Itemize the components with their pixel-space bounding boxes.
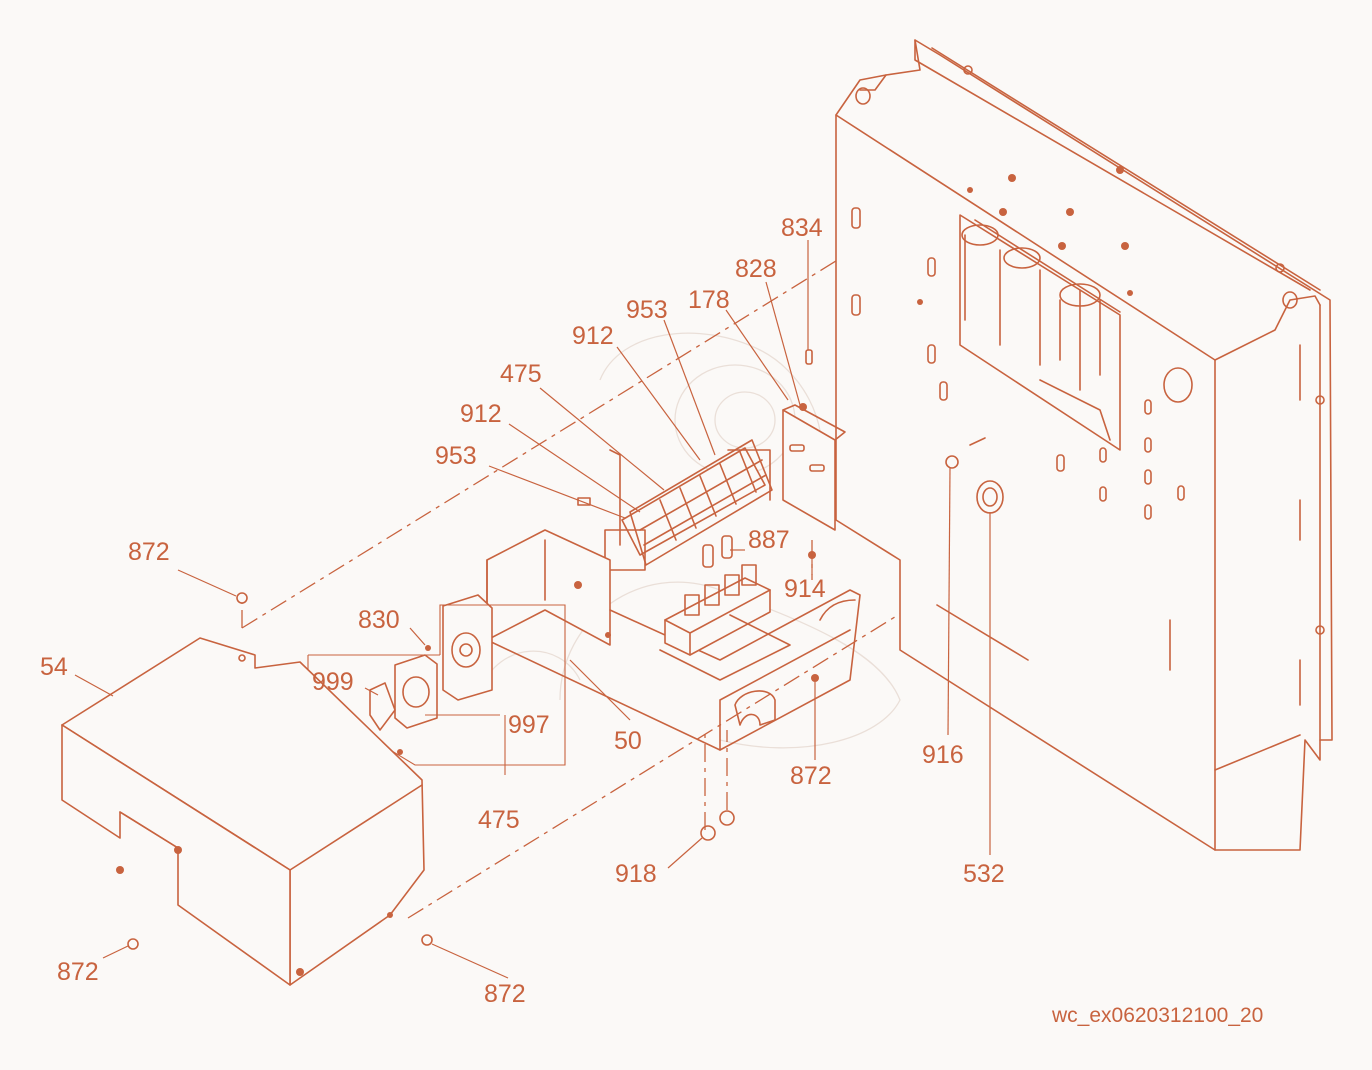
callout-475-lower: 475	[478, 806, 520, 834]
callout-50: 50	[614, 727, 642, 755]
frame-chassis	[486, 449, 861, 751]
callout-828: 828	[735, 255, 777, 283]
callout-887: 887	[748, 526, 790, 554]
drawing-reference-code: wc_ex0620312100_20	[1051, 1004, 1263, 1027]
callout-830: 830	[358, 606, 400, 634]
callout-178: 178	[688, 286, 730, 314]
callout-999: 999	[312, 668, 354, 696]
callout-912-lower: 912	[460, 400, 502, 428]
callout-997: 997	[508, 711, 550, 739]
terminal-block	[659, 535, 791, 681]
callout-834: 834	[781, 214, 823, 242]
cover-panel	[61, 637, 425, 986]
hardware-screws	[127, 437, 1004, 950]
callout-54: 54	[40, 653, 68, 681]
callout-953: 953	[626, 296, 668, 324]
callout-953-lower: 953	[435, 442, 477, 470]
callout-872-middle: 872	[790, 762, 832, 790]
leader-lines	[74, 240, 991, 979]
switch-assembly	[307, 594, 566, 775]
callout-872-bottom-left: 872	[57, 958, 99, 986]
callout-532: 532	[963, 860, 1005, 888]
callout-labels: 834 828 178 953 912 475 912 953 887 914 …	[40, 214, 1263, 1027]
callout-914: 914	[784, 575, 826, 603]
callout-916: 916	[922, 741, 964, 769]
terminal-bracket-plate	[782, 349, 846, 559]
callout-912: 912	[572, 322, 614, 350]
callout-918: 918	[615, 860, 657, 888]
callout-475: 475	[500, 360, 542, 388]
callout-872-bottom-right: 872	[484, 980, 526, 1008]
main-enclosure	[835, 39, 1333, 851]
resistor-coil	[604, 439, 773, 571]
callout-872-top: 872	[128, 538, 170, 566]
